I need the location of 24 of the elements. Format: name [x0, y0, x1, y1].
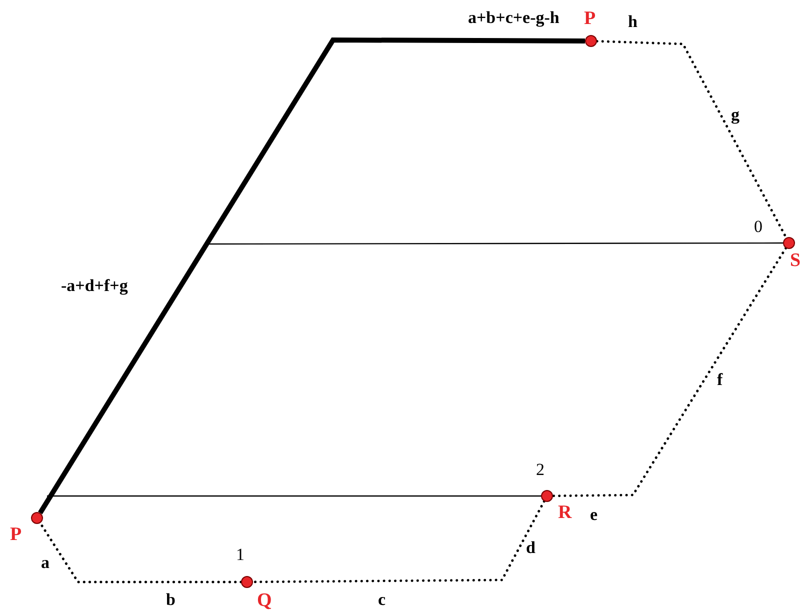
point-number: 0 [754, 218, 762, 236]
segment-label: a [41, 554, 50, 572]
dotted-line [252, 500, 546, 584]
segment-label: d [526, 539, 536, 557]
point-number: 2 [536, 461, 544, 479]
thick-line [38, 38, 585, 514]
segment-label: g [731, 106, 740, 124]
point-label: R [558, 503, 572, 523]
line [47, 495, 541, 497]
segment-label: a+b+c+e-g-h [468, 9, 560, 27]
dotted-line [38, 522, 242, 584]
segment-label: -a+d+f+g [61, 277, 128, 295]
point-label: S [790, 251, 801, 271]
segment-label: e [590, 506, 598, 524]
dotted-line [552, 246, 788, 498]
segment-label: f [717, 371, 723, 389]
segment-label: c [378, 591, 386, 609]
dotted-line [596, 40, 788, 239]
point-label: P [584, 9, 596, 29]
segment-label: b [166, 591, 176, 609]
point-number: 1 [236, 546, 244, 564]
point-label: Q [257, 591, 272, 611]
segment-label: h [628, 13, 638, 31]
point-label: P [10, 525, 22, 545]
